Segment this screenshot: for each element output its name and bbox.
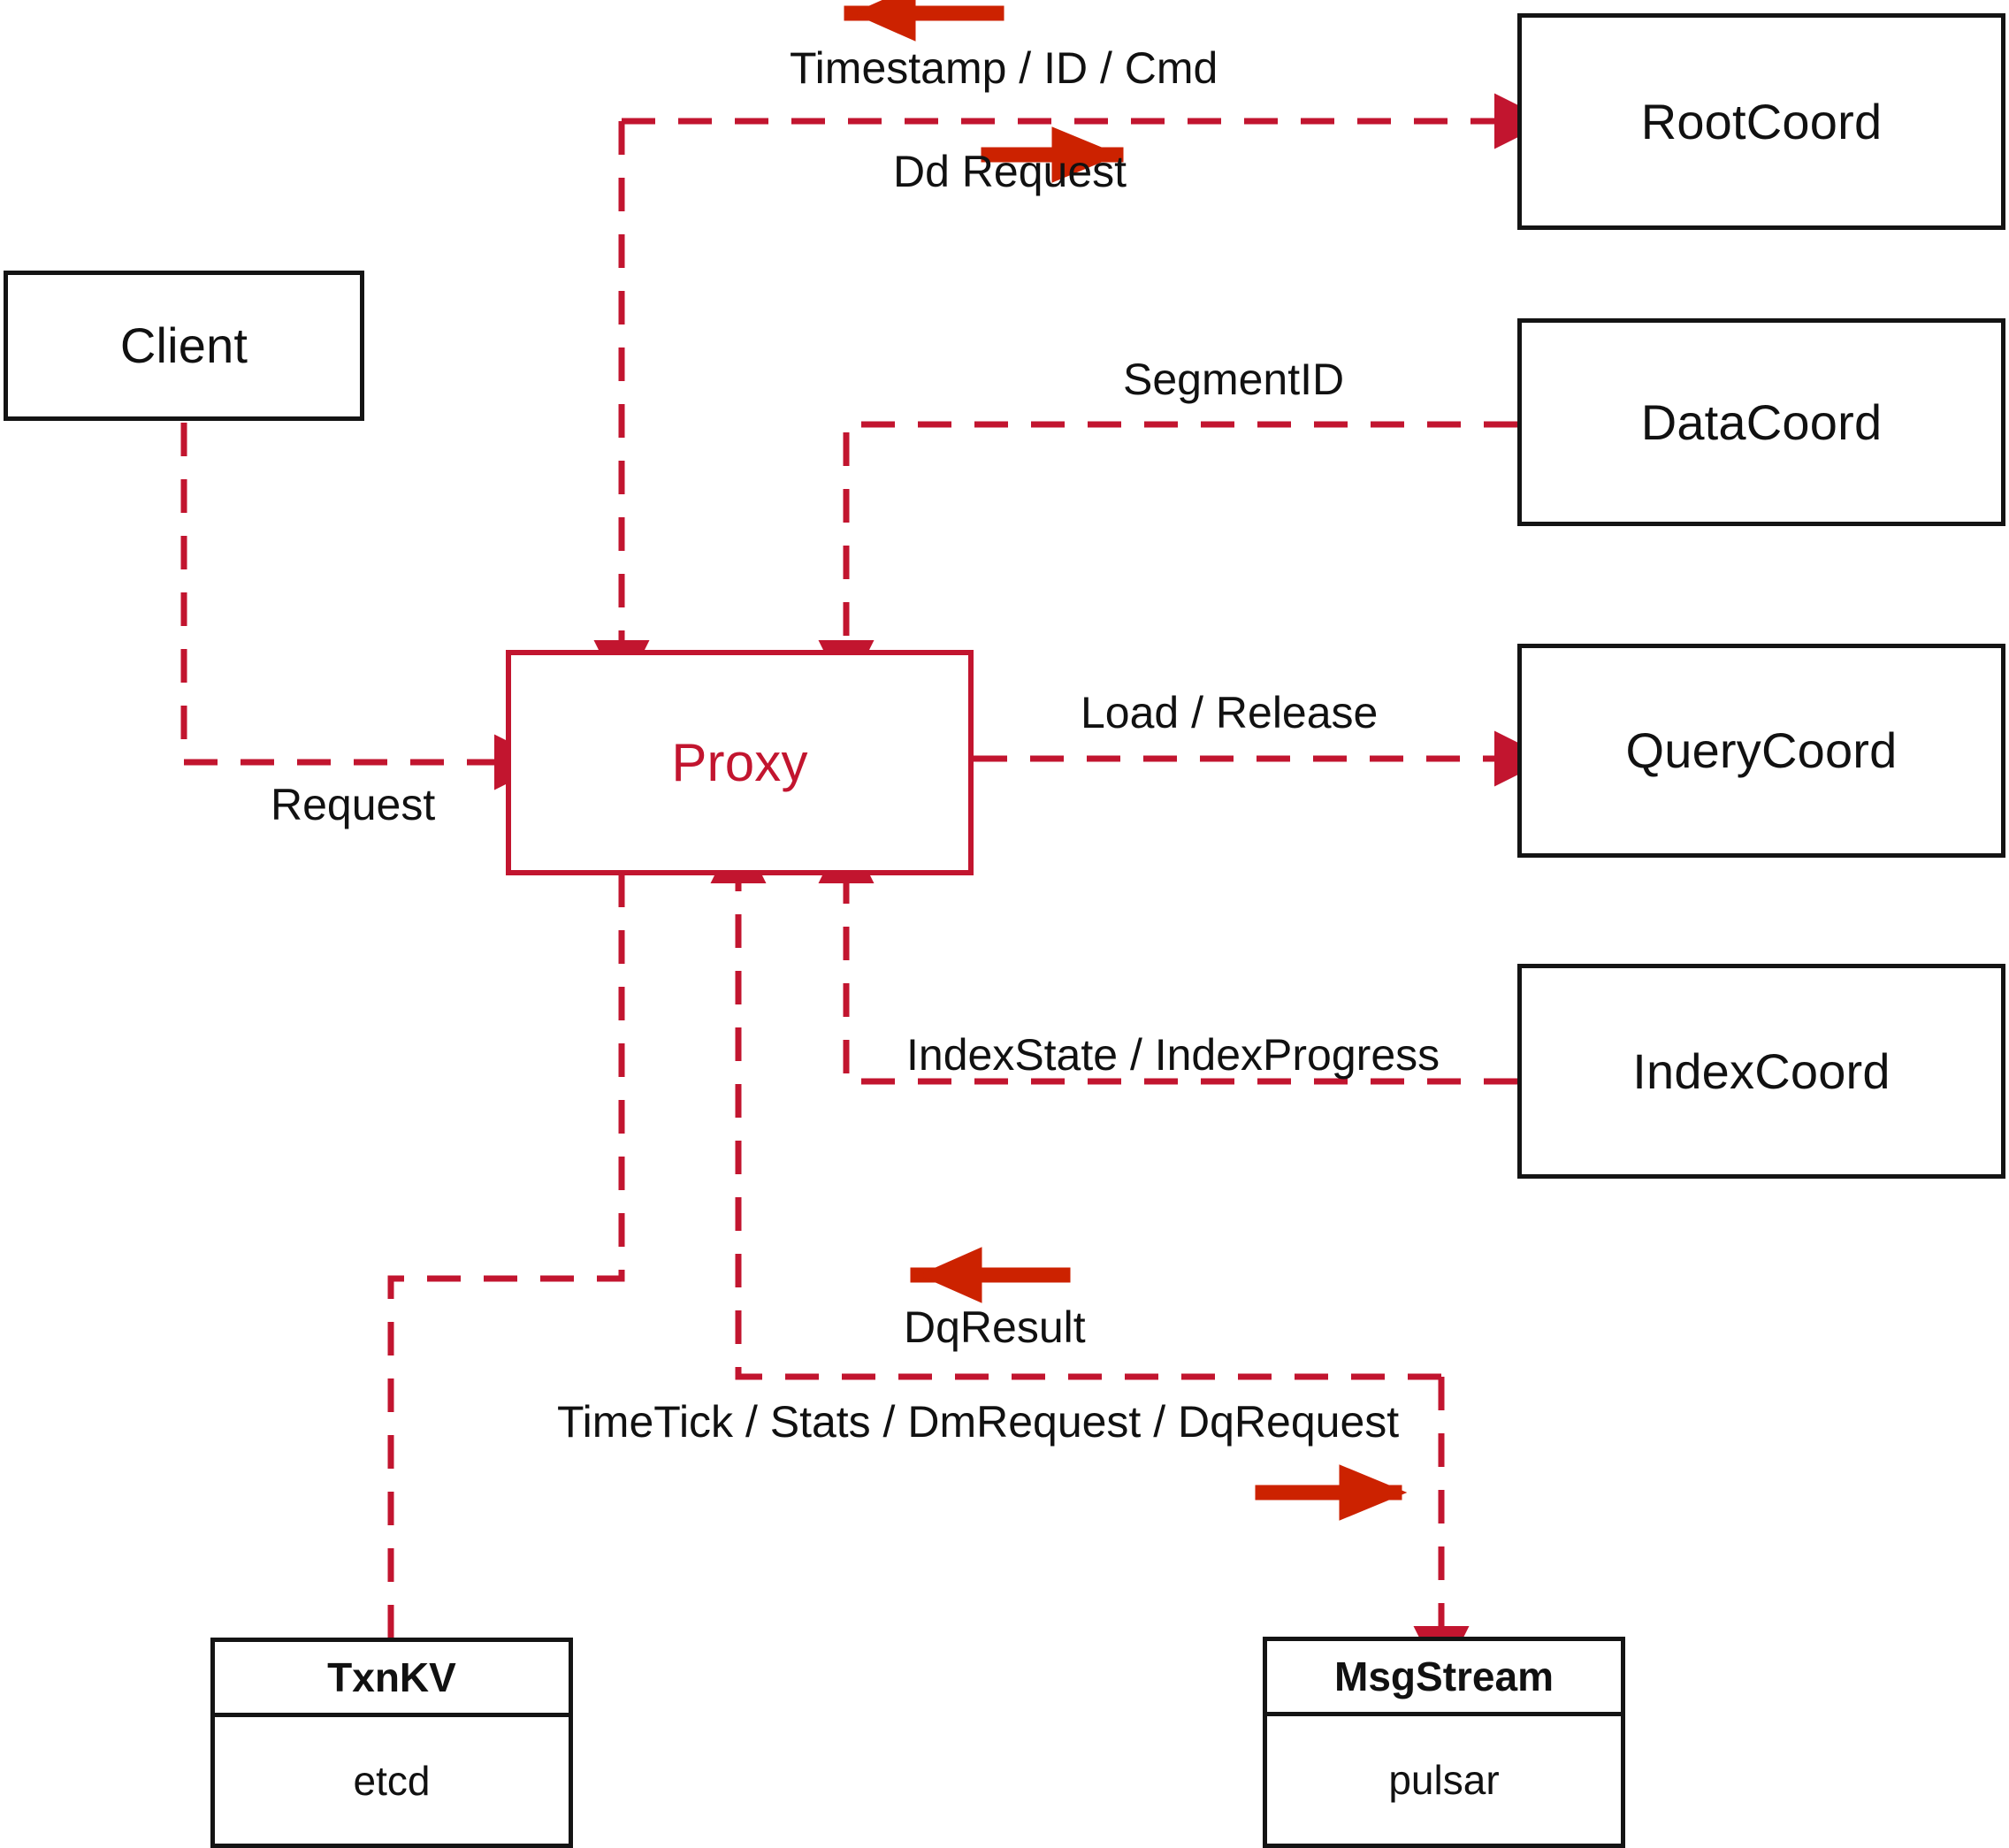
store-txnkv[interactable]: TxnKV etcd: [210, 1638, 573, 1848]
edge-label-dqresult: DqResult: [904, 1302, 1086, 1352]
node-client-label: Client: [119, 317, 248, 373]
store-msgstream-title: MsgStream: [1334, 1653, 1554, 1699]
node-indexcoord[interactable]: IndexCoord: [1517, 964, 2005, 1179]
edge-label-load-release: Load / Release: [1081, 688, 1379, 737]
edge-proxy-to-txnkv: [387, 874, 625, 1638]
store-txnkv-title: TxnKV: [327, 1654, 456, 1700]
edge-datacoord-to-proxy: [818, 421, 1517, 696]
node-querycoord-label: QueryCoord: [1625, 722, 1898, 778]
node-indexcoord-label: IndexCoord: [1632, 1042, 1891, 1099]
edge-label-timetick: TimeTick / Stats / DmRequest / DqRequest: [557, 1397, 1400, 1447]
node-querycoord[interactable]: QueryCoord: [1517, 644, 2005, 858]
node-datacoord[interactable]: DataCoord: [1517, 318, 2005, 526]
edge-label-request: Request: [271, 780, 436, 829]
edge-msgstream-to-proxy: [710, 828, 1441, 1380]
direction-arrow-group: [844, 0, 1408, 1521]
store-msgstream-body: pulsar: [1267, 1716, 1621, 1844]
direction-arrow-dd-request: [981, 126, 1124, 183]
edge-label-dd-request: Dd Request: [893, 147, 1127, 196]
store-msgstream-header: MsgStream: [1267, 1641, 1621, 1716]
direction-arrow-dqresult: [910, 1247, 1071, 1303]
node-datacoord-label: DataCoord: [1640, 393, 1883, 450]
edge-indexcoord-to-proxy: [818, 828, 1517, 1085]
node-proxy-label: Proxy: [671, 732, 808, 792]
node-client[interactable]: Client: [4, 271, 364, 421]
edge-label-timestamp-id-cmd: Timestamp / ID / Cmd: [790, 43, 1218, 93]
direction-arrow-timestamp: [844, 0, 1004, 42]
store-txnkv-impl: etcd: [353, 1757, 431, 1804]
node-rootcoord-label: RootCoord: [1640, 93, 1883, 149]
store-msgstream-impl: pulsar: [1388, 1757, 1500, 1803]
edge-label-segmentid: SegmentID: [1123, 355, 1345, 404]
store-msgstream[interactable]: MsgStream pulsar: [1263, 1637, 1625, 1848]
edge-client-to-proxy: [180, 423, 550, 790]
edge-label-indexstate: IndexState / IndexProgress: [906, 1030, 1440, 1080]
store-txnkv-body: etcd: [215, 1717, 569, 1844]
direction-arrow-timetick: [1255, 1464, 1408, 1521]
store-txnkv-header: TxnKV: [215, 1642, 569, 1717]
node-rootcoord[interactable]: RootCoord: [1517, 13, 2005, 230]
node-proxy[interactable]: Proxy: [506, 650, 974, 875]
